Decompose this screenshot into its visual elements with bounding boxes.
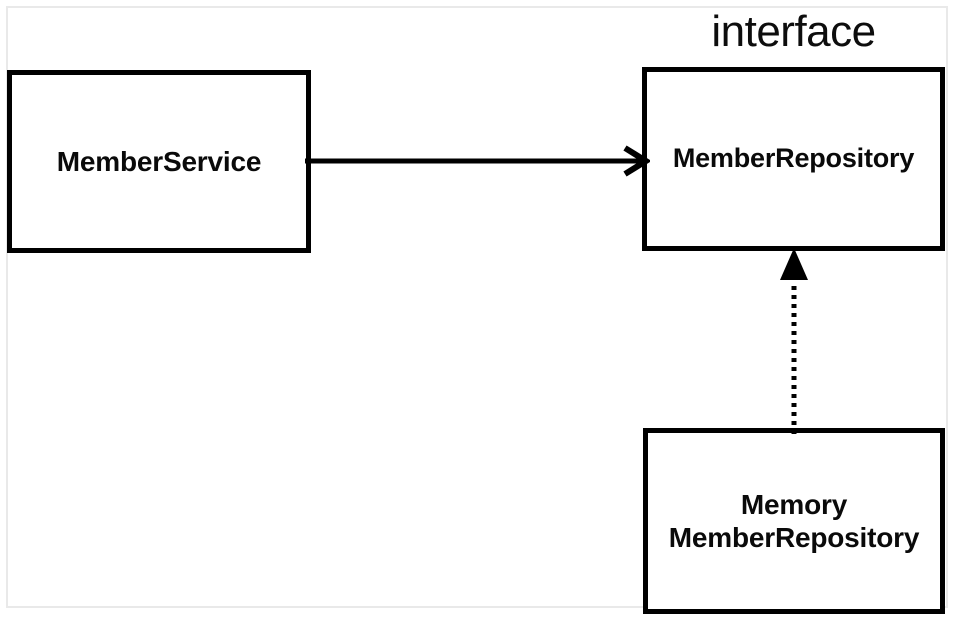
class-box-memory-member-repository-label: Memory MemberRepository <box>668 488 920 553</box>
interface-box-member-repository[interactable]: MemberRepository <box>642 67 945 251</box>
interface-stereotype-label: interface <box>711 7 876 56</box>
dependency-arrow-member-service-to-member-repository <box>305 145 650 177</box>
class-box-member-service-label: MemberService <box>56 145 262 177</box>
realization-arrow-head <box>780 248 808 280</box>
class-box-memory-member-repository[interactable]: Memory MemberRepository <box>643 428 945 614</box>
realization-arrow-memory-member-repository-to-member-repository <box>780 248 808 434</box>
class-box-member-service[interactable]: MemberService <box>7 70 311 253</box>
interface-box-member-repository-label: MemberRepository <box>672 143 915 174</box>
